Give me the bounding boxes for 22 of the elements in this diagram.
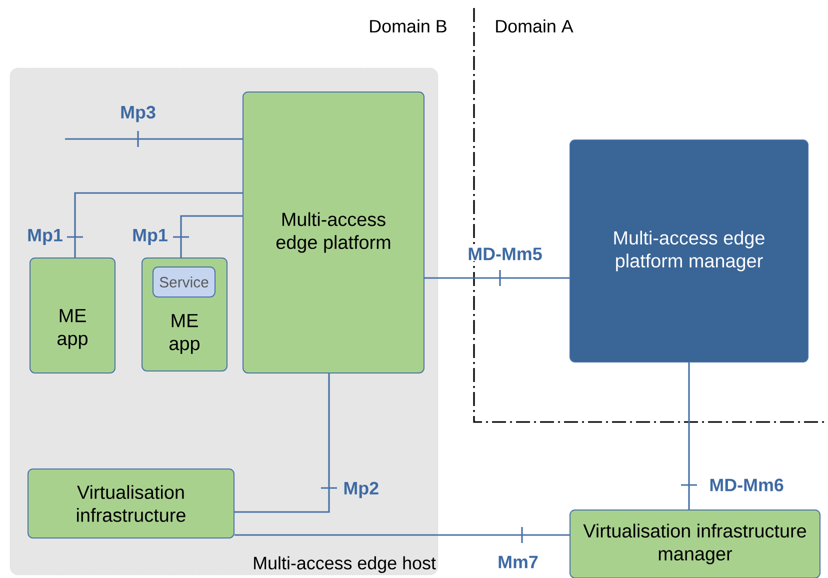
edge-label: Mm7 [496, 554, 540, 570]
connector-line [234, 526, 570, 544]
connector-line [424, 269, 570, 287]
connector-line [64, 130, 244, 148]
infrastructure-box: Virtualisation infrastructure [28, 468, 234, 538]
connector-line [680, 362, 698, 510]
manager-box: Multi-access edge platform manager [570, 140, 808, 362]
edge-label: Mp2 [342, 480, 380, 500]
connector-line [66, 192, 244, 258]
service-box: Service [152, 266, 216, 298]
edge-label: Mp1 [131, 228, 169, 246]
edge-label: MD-Mm6 [708, 478, 785, 492]
edge-label: Mp1 [26, 228, 64, 246]
app-box: ME app [30, 258, 116, 374]
connector-line [234, 372, 338, 513]
connector-line [172, 215, 244, 258]
manager-box: Virtualisation infrastructure manager [570, 510, 820, 578]
platform-box: Multi-access edge platform [242, 92, 424, 374]
domain-label: Domain B [370, 19, 446, 33]
domain-label: Domain A [496, 19, 574, 33]
edge-label: MD-Mm5 [466, 246, 544, 262]
edge-label: Mp3 [119, 104, 157, 124]
